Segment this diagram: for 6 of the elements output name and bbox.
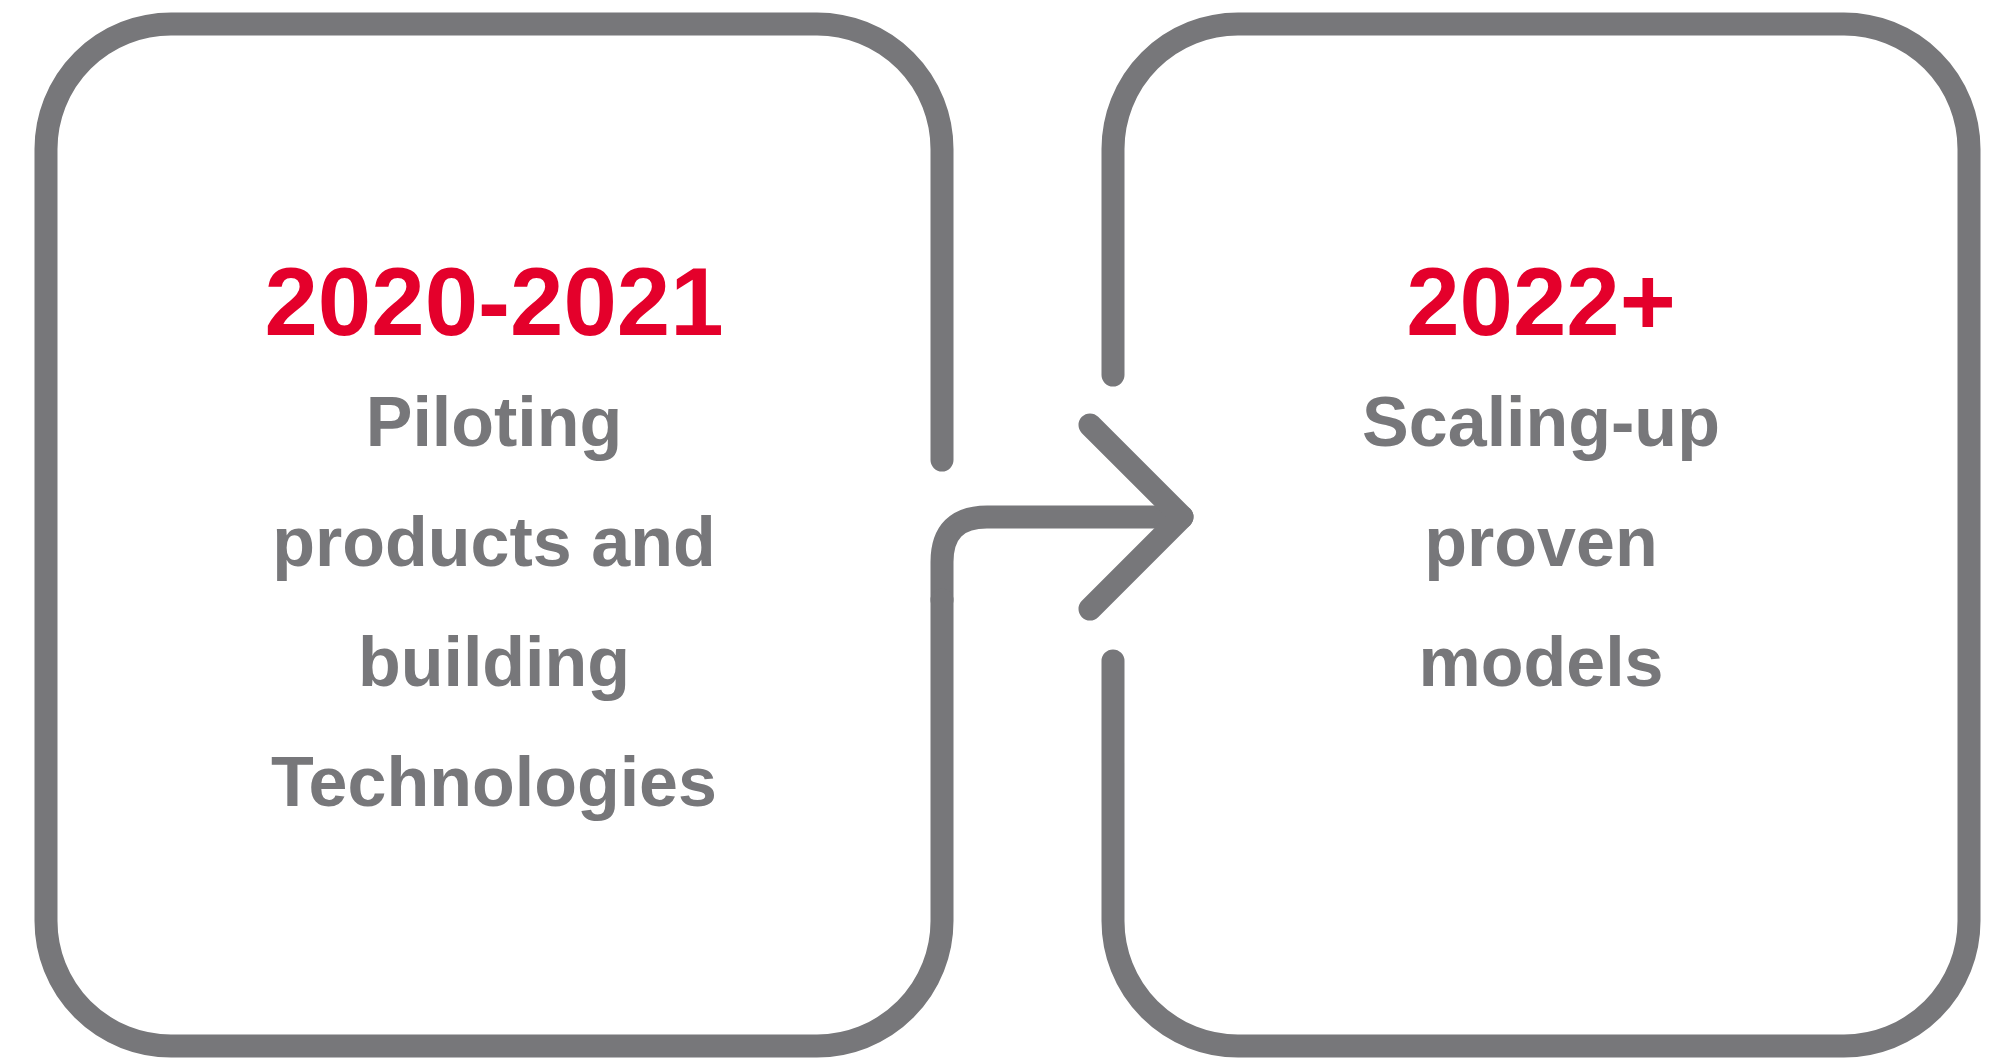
phase-description: Piloting products and building Technologies	[270, 382, 718, 823]
rounded-box	[1101, 12, 1981, 1058]
year-heading: 2020-2021	[264, 247, 724, 357]
phase-description: Scaling-up proven models	[1361, 382, 1721, 703]
year-heading: 2022+	[1406, 247, 1676, 357]
rounded-box	[34, 12, 954, 1058]
